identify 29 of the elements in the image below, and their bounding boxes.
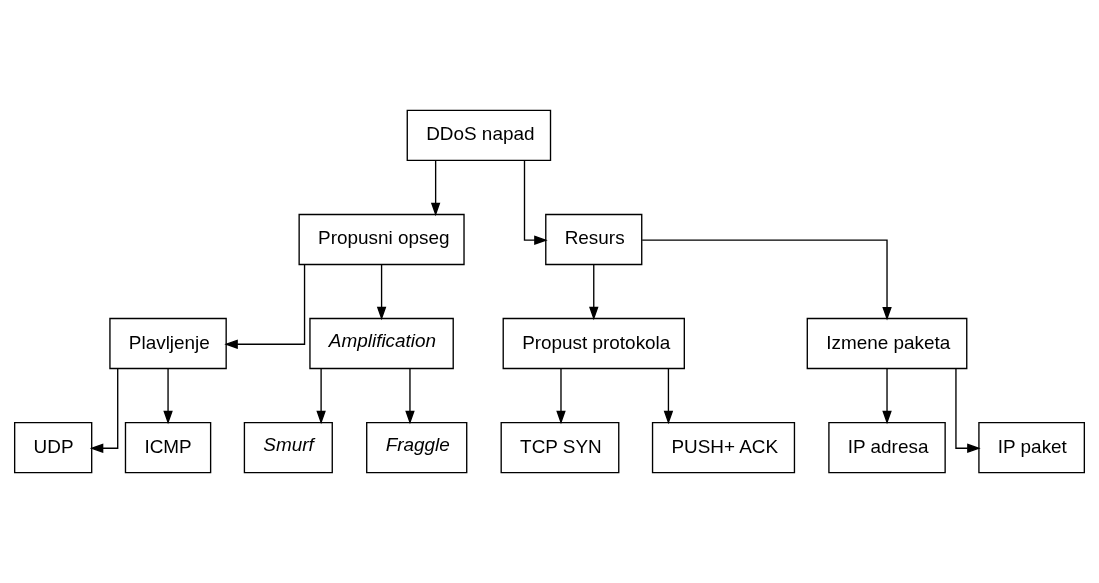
arrow: [641, 239, 892, 321]
arrow: [224, 264, 306, 349]
node-box: PUSH+ ACK: [651, 421, 796, 474]
node-box: Fraggle: [366, 421, 468, 474]
arrow: [405, 368, 415, 425]
node-box: DDoS napad: [406, 109, 552, 162]
arrow: [376, 264, 387, 321]
arrow: [89, 368, 119, 453]
node-box: UDP: [14, 421, 93, 474]
node-box: ICMP: [124, 421, 212, 474]
node-box: Propusni opseg: [298, 213, 465, 266]
node-box: IP adresa: [828, 421, 946, 474]
arrow: [589, 264, 599, 321]
arrow: [556, 368, 566, 425]
node-box: IP paket: [978, 421, 1085, 474]
arrow: [316, 368, 326, 425]
node-box: Propust protokola: [502, 317, 685, 370]
arrow: [882, 368, 892, 425]
node-box: Amplification: [309, 317, 454, 370]
arrow: [163, 368, 173, 425]
node-box: Plavljenje: [109, 317, 227, 370]
arrow: [955, 368, 981, 453]
node-box: TCP SYN: [500, 421, 620, 474]
node-box: Resurs: [545, 213, 643, 266]
node-box: Izmene paketa: [806, 317, 968, 370]
arrow: [430, 159, 441, 217]
arrow: [523, 160, 548, 245]
node-box: Smurf: [243, 421, 333, 474]
arrow: [663, 368, 674, 425]
